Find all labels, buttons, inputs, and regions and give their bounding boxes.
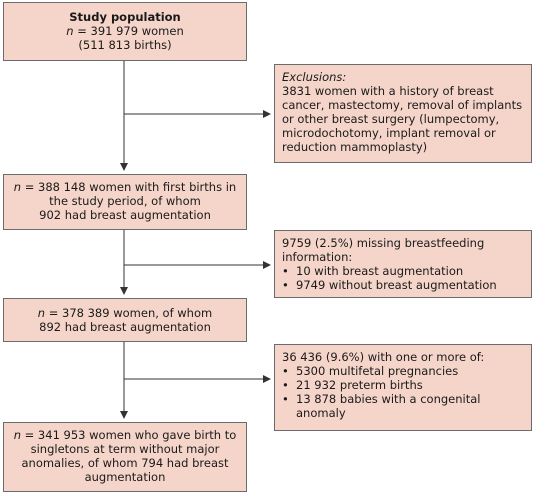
exclusions-line: cancer, mastectomy, removal of implants (282, 98, 523, 112)
final-cohort-box: n = 341 953 women who gave birth to sing… (3, 422, 247, 492)
multifetal-bullet-item: •21 932 preterm births (282, 378, 423, 392)
multifetal-bullet-item: •5300 multifetal pregnancies (282, 364, 459, 378)
multifetal-bullet-item: •13 878 babies with a congenital (282, 392, 481, 406)
exclusions-box: Exclusions: 3831 women with a history of… (274, 64, 532, 163)
final-cohort-line: singletons at term without major (30, 442, 220, 456)
missing-bullet-item: •9749 without breast augmentation (282, 278, 497, 292)
multifetal-exclusion-box: 36 436 (9.6%) with one or more of: •5300… (274, 344, 532, 431)
study-population-title: Study population (69, 10, 181, 24)
study-population-births: (511 813 births) (78, 38, 172, 52)
missing-bullet-item: •10 with breast augmentation (282, 264, 464, 278)
exclusions-line: microdochotomy, implant removal or (282, 126, 496, 140)
final-cohort-line: n = 341 953 women who gave birth to (13, 428, 237, 442)
breastfeeding-info-line: 892 had breast augmentation (39, 320, 211, 334)
multifetal-line: 36 436 (9.6%) with one or more of: (282, 350, 485, 364)
missing-info-line: information: (282, 250, 353, 264)
first-births-line: the study period, of whom (49, 194, 201, 208)
multifetal-bullet-continuation: anomaly (296, 406, 346, 420)
first-births-box: n = 388 148 women with first births in t… (3, 174, 247, 230)
missing-info-box: 9759 (2.5%) missing breastfeeding inform… (274, 230, 532, 298)
exclusions-line: reduction mammoplasty) (282, 140, 428, 154)
first-births-line: n = 388 148 women with first births in (13, 180, 237, 194)
final-cohort-line: augmentation (84, 470, 166, 484)
exclusions-heading: Exclusions: (282, 70, 347, 84)
missing-info-line: 9759 (2.5%) missing breastfeeding (282, 236, 485, 250)
breastfeeding-info-line: n = 378 389 women, of whom (37, 306, 213, 320)
exclusions-line: 3831 women with a history of breast (282, 84, 494, 98)
exclusions-line: or other breast surgery (lumpectomy, (282, 112, 500, 126)
study-population-box: Study population n = 391 979 women (511 … (3, 2, 247, 61)
breastfeeding-info-box: n = 378 389 women, of whom 892 had breas… (3, 298, 247, 342)
first-births-line: 902 had breast augmentation (39, 208, 211, 222)
study-population-count: n = 391 979 women (66, 24, 184, 38)
final-cohort-line: anomalies, of whom 794 had breast (21, 456, 229, 470)
